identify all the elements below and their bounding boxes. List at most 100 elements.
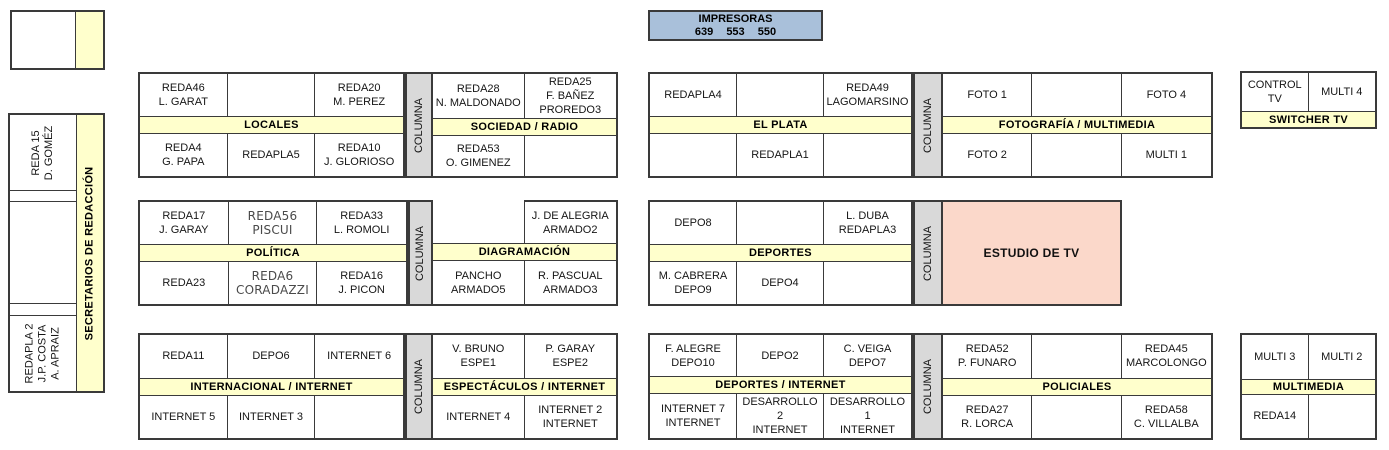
block-el-plata: REDAPLA4 REDA49 LAGOMARSINO EL PLATA RED… (648, 72, 913, 178)
desk-cell: M. CABRERA DEPO9 (650, 262, 737, 304)
secretarios-band: SECRETARIOS DE REDACCIÓN (77, 115, 103, 391)
tv-studio-label: ESTUDIO DE TV (983, 246, 1080, 260)
desk-cell: REDAPLA 2 J.P. COSTA A. APRAIZ (10, 316, 77, 391)
columna-strip: COLUMNA (913, 333, 943, 440)
desk-cell (650, 134, 737, 176)
printers-numbers: 639 553 550 (694, 25, 777, 38)
desk-cell: REDA16 J. PICON (338, 270, 385, 296)
block-espectaculos-internet: V. BRUNO ESPE1 P. GARAY ESPE2 ESPECTÁCUL… (431, 333, 618, 440)
desk-cell: REDA4 G. PAPA (140, 134, 228, 176)
desk-cell: REDA10 J. GLORIOSO (324, 142, 395, 168)
desk-cell (737, 74, 824, 116)
desk-cell: MULTI 2 (1321, 350, 1363, 363)
desk-cell: REDA14 (1242, 394, 1309, 438)
desk-cell: DESARROLLO 2 INTERNET (737, 394, 824, 438)
desk-cell: REDAPLA1 (737, 134, 824, 176)
desk-cell: L. DUBA REDAPLA3 (838, 210, 897, 236)
desk-cell: REDA49 LAGOMARSINO (826, 82, 909, 108)
desk-cell: DEPO8 (650, 202, 737, 244)
section-label-deportes-internet: DEPORTES / INTERNET (650, 376, 911, 394)
columna-strip: COLUMNA (913, 72, 943, 178)
desk-cell-open (433, 200, 525, 243)
desk-cell: INTERNET 6 (327, 350, 392, 363)
desk-cell: REDA23 (140, 262, 229, 304)
desk-cell (1032, 134, 1122, 176)
desk-cell: FOTO 4 (1146, 89, 1187, 101)
desk-cell (1309, 395, 1376, 439)
block-policiales: REDA52 P. FUNARO REDA45 MARCOLONGO POLIC… (941, 333, 1213, 440)
section-label-el-plata: EL PLATA (650, 116, 911, 134)
desk-cell: REDA6 CORADAZZI (229, 262, 318, 304)
desk-cell: REDA45 MARCOLONGO (1125, 343, 1207, 370)
desk-cell (824, 262, 911, 304)
desk-cell: DESARROLLO 1 INTERNET (829, 396, 906, 436)
desk-cell: INTERNET 5 (140, 395, 228, 438)
desk-cell (1032, 335, 1122, 378)
divider (10, 303, 77, 316)
columna-label: COLUMNA (412, 358, 425, 415)
desk-cell: REDA25 F. BAÑEZ PROREDO3 (539, 76, 602, 116)
columna-label: COLUMNA (412, 97, 425, 153)
desk-cell: C. VEIGA DEPO7 (843, 342, 892, 369)
desk-cell: REDA28 N. MALDONADO (433, 74, 525, 118)
desk-cell (228, 74, 316, 116)
desk-cell: REDA52 P. FUNARO (943, 335, 1033, 378)
corner-box (10, 10, 105, 70)
block-secretarios: REDA 15 D. GOMÉZ REDAPLA 2 J.P. COSTA A.… (8, 113, 105, 393)
desk-cell: REDA11 (140, 335, 228, 378)
desk-cell: INTERNET 2 INTERNET (538, 403, 603, 430)
section-label-multimedia: MULTIMEDIA (1242, 378, 1375, 395)
desk-cell: INTERNET 3 (228, 395, 316, 438)
block-sociedad-radio: REDA28 N. MALDONADO REDA25 F. BAÑEZ PROR… (431, 72, 618, 178)
desk-cell: V. BRUNO ESPE1 (433, 335, 525, 378)
section-label-politica: POLÍTICA (140, 244, 406, 262)
desk-cell: CONTROL TV (1242, 73, 1309, 111)
desk-cell (1032, 74, 1122, 116)
block-switcher-tv: CONTROL TV MULTI 4 SWITCHER TV (1240, 71, 1377, 129)
columna-label: COLUMNA (921, 358, 934, 415)
desk-cell: DEPO6 (228, 335, 316, 378)
desk-cell: REDA56 PISCUI (229, 202, 318, 244)
desk-cell: REDA53 O. GIMENEZ (433, 136, 525, 176)
block-deportes-internet: F. ALEGRE DEPO10 DEPO2 C. VEIGA DEPO7 DE… (648, 333, 913, 440)
desk-cell: MULTI 3 (1242, 335, 1309, 379)
desk-cell: REDAPLA4 (650, 74, 737, 116)
desk-cell: INTERNET 4 (433, 395, 525, 438)
corner-box-yellow-cell (76, 12, 103, 68)
block-fotografia-multimedia: FOTO 1 FOTO 4 FOTOGRAFÍA / MULTIMEDIA FO… (941, 72, 1213, 178)
desk-cell (737, 202, 824, 244)
desk-cell: MULTI 4 (1321, 86, 1363, 98)
section-label-internacional-internet: INTERNACIONAL / INTERNET (140, 377, 403, 396)
columna-label: COLUMNA (921, 97, 934, 153)
printers-title: IMPRESORAS (698, 12, 773, 25)
section-label-switcher-tv: SWITCHER TV (1242, 111, 1375, 127)
desk-cell: P. GARAY ESPE2 (545, 343, 596, 370)
columna-strip: COLUMNA (405, 72, 433, 178)
desk-cell: FOTO 2 (943, 134, 1033, 176)
section-label-sociedad-radio: SOCIEDAD / RADIO (433, 118, 616, 136)
desk-cell: REDA 15 D. GOMÉZ (10, 115, 77, 190)
section-label-diagramacion: DIAGRAMACIÓN (433, 243, 616, 261)
block-politica: REDA17 J. GARAY REDA56 PISCUI REDA33 L. … (138, 200, 408, 306)
desk-label: REDAPLA 2 J.P. COSTA A. APRAIZ (23, 323, 62, 384)
desk-cell: PANCHO ARMADO5 (433, 261, 525, 304)
block-diagramacion: J. DE ALEGRIA ARMADO2 DIAGRAMACIÓN PANCH… (431, 200, 618, 306)
block-multimedia: MULTI 3 MULTI 2 MULTIMEDIA REDA14 (1240, 333, 1377, 440)
desk-cell (1032, 395, 1122, 438)
columna-label: COLUMNA (921, 225, 934, 281)
section-label-deportes: DEPORTES (650, 244, 911, 262)
section-label-fotografia-multimedia: FOTOGRAFÍA / MULTIMEDIA (943, 116, 1211, 134)
columna-label: COLUMNA (414, 225, 427, 281)
block-locales: REDA46 L. GARAT REDA20 M. PEREZ LOCALES … (138, 72, 405, 178)
desk-cell: REDA27 R. LORCA (943, 395, 1033, 438)
secretarios-label: SECRETARIOS DE REDACCIÓN (83, 166, 96, 340)
desk-cell: MULTI 1 (1145, 149, 1187, 161)
desk-cell: INTERNET 7 INTERNET (650, 394, 737, 438)
block-deportes: DEPO8 L. DUBA REDAPLA3 DEPORTES M. CABRE… (648, 200, 913, 306)
desk-cell (525, 136, 617, 176)
desk-cell (315, 396, 403, 439)
desk-cell: R. PASCUAL ARMADO3 (537, 269, 603, 296)
desk-cell: REDA33 L. ROMOLI (333, 210, 390, 236)
section-label-espectaculos-internet: ESPECTÁCULOS / INTERNET (433, 377, 616, 396)
